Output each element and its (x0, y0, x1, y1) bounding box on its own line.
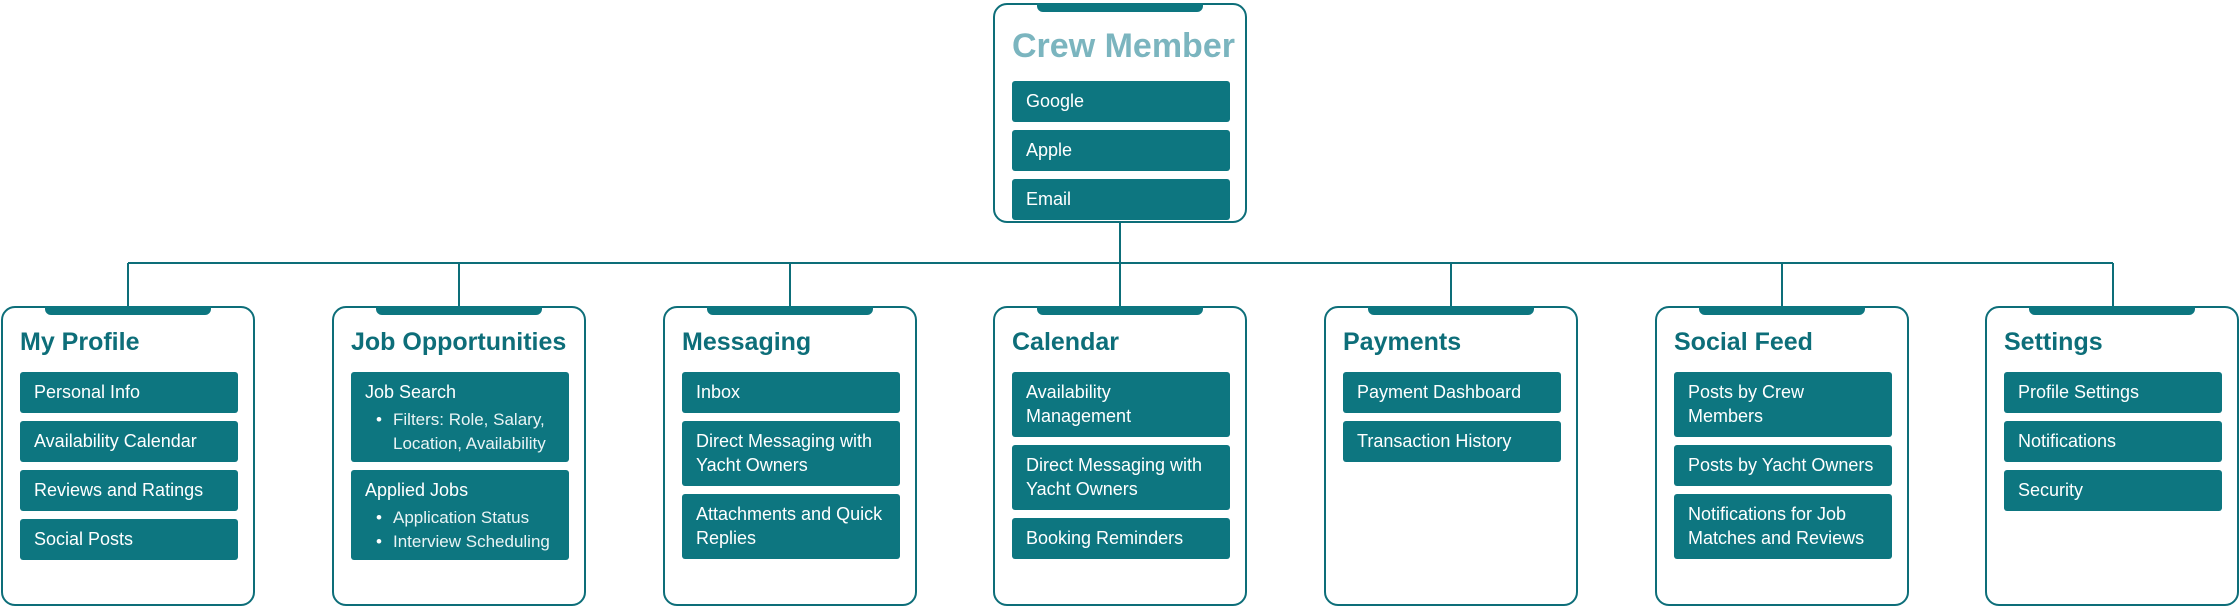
card-tab (1037, 306, 1203, 315)
item-notifications-job-matches: Notifications for Job Matches and Review… (1674, 494, 1892, 559)
sub-list: Filters: Role, Salary, Location, Availab… (365, 408, 555, 456)
item-attachments-quick-replies: Attachments and Quick Replies (682, 494, 900, 559)
item-notifications: Notifications (2004, 421, 2222, 462)
item-social-posts: Social Posts (20, 519, 238, 560)
sub-item-application-status: Application Status (376, 506, 555, 530)
node-settings: Settings Profile Settings Notifications … (1985, 306, 2239, 606)
node-items: Personal Info Availability Calendar Revi… (20, 372, 238, 568)
card-tab (376, 306, 542, 315)
sub-list: Application Status Interview Scheduling (365, 506, 555, 554)
item-payment-dashboard: Payment Dashboard (1343, 372, 1561, 413)
login-option-google: Google (1012, 81, 1230, 122)
item-booking-reminders: Booking Reminders (1012, 518, 1230, 559)
item-applied-jobs: Applied Jobs Application Status Intervie… (351, 470, 569, 560)
node-title: Calendar (1012, 328, 1119, 356)
item-label: Job Search (365, 382, 457, 402)
item-availability-calendar: Availability Calendar (20, 421, 238, 462)
node-items: Payment Dashboard Transaction History (1343, 372, 1561, 470)
node-title: My Profile (20, 328, 140, 356)
node-social-feed: Social Feed Posts by Crew Members Posts … (1655, 306, 1909, 606)
node-title: Job Opportunities (351, 328, 567, 356)
sub-item-filters: Filters: Role, Salary, Location, Availab… (376, 408, 555, 456)
card-tab (1368, 306, 1534, 315)
node-payments: Payments Payment Dashboard Transaction H… (1324, 306, 1578, 606)
card-tab (45, 306, 211, 315)
login-option-apple: Apple (1012, 130, 1230, 171)
node-messaging: Messaging Inbox Direct Messaging with Ya… (663, 306, 917, 606)
node-my-profile: My Profile Personal Info Availability Ca… (1, 306, 255, 606)
node-title: Messaging (682, 328, 812, 356)
card-tab (707, 306, 873, 315)
item-direct-messaging: Direct Messaging with Yacht Owners (1012, 445, 1230, 510)
item-label: Applied Jobs (365, 480, 469, 500)
item-profile-settings: Profile Settings (2004, 372, 2222, 413)
item-transaction-history: Transaction History (1343, 421, 1561, 462)
root-title: Crew Member (1012, 27, 1235, 65)
node-items: Profile Settings Notifications Security (2004, 372, 2222, 519)
root-login-options: Google Apple Email (1012, 81, 1230, 228)
node-items: Availability Management Direct Messaging… (1012, 372, 1230, 567)
node-items: Posts by Crew Members Posts by Yacht Own… (1674, 372, 1892, 567)
item-inbox: Inbox (682, 372, 900, 413)
login-option-email: Email (1012, 179, 1230, 220)
item-direct-messaging: Direct Messaging with Yacht Owners (682, 421, 900, 486)
item-job-search: Job Search Filters: Role, Salary, Locati… (351, 372, 569, 462)
item-reviews-and-ratings: Reviews and Ratings (20, 470, 238, 511)
card-tab (2029, 306, 2195, 315)
node-title: Social Feed (1674, 328, 1813, 356)
root-node-crew-member: Crew Member Google Apple Email (993, 3, 1247, 223)
node-title: Payments (1343, 328, 1462, 356)
item-availability-management: Availability Management (1012, 372, 1230, 437)
item-posts-by-crew-members: Posts by Crew Members (1674, 372, 1892, 437)
card-tab (1037, 3, 1203, 12)
node-job-opportunities: Job Opportunities Job Search Filters: Ro… (332, 306, 586, 606)
sub-item-interview-scheduling: Interview Scheduling (376, 530, 555, 554)
item-security: Security (2004, 470, 2222, 511)
node-items: Job Search Filters: Role, Salary, Locati… (351, 372, 569, 568)
node-items: Inbox Direct Messaging with Yacht Owners… (682, 372, 900, 567)
item-personal-info: Personal Info (20, 372, 238, 413)
node-title: Settings (2004, 328, 2103, 356)
item-posts-by-yacht-owners: Posts by Yacht Owners (1674, 445, 1892, 486)
card-tab (1699, 306, 1865, 315)
node-calendar: Calendar Availability Management Direct … (993, 306, 1247, 606)
